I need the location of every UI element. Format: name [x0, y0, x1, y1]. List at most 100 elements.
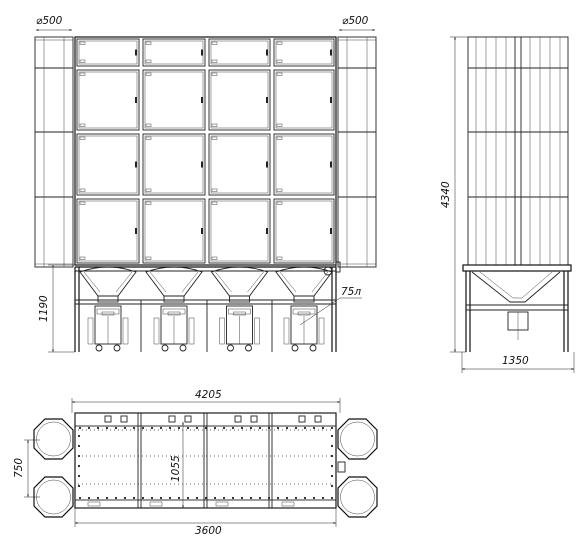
bolt — [267, 426, 271, 430]
bolt — [312, 426, 316, 430]
bolt — [159, 426, 163, 430]
bolt — [168, 496, 172, 500]
door-hinge — [276, 123, 283, 127]
bolt — [231, 496, 235, 500]
bolt — [177, 496, 181, 500]
bolt — [330, 474, 334, 478]
door-hinge — [79, 123, 86, 127]
mount-tab — [120, 415, 128, 423]
door-hinge — [211, 123, 218, 127]
bolt — [78, 496, 82, 500]
bolt — [150, 426, 154, 430]
bolt — [141, 426, 145, 430]
bolt — [285, 426, 289, 430]
cabinet-door-panel — [208, 133, 271, 196]
bolt — [150, 496, 154, 500]
door-hinge — [211, 136, 218, 140]
cabinet-door-panel — [76, 198, 140, 264]
bolt — [77, 484, 81, 488]
bolt — [123, 496, 127, 500]
plan-inner-depth-label: 1055 — [170, 455, 182, 482]
door-handle — [266, 49, 268, 56]
plan-filter-right-bottom — [337, 476, 378, 518]
cabinet-door-panel — [273, 38, 335, 67]
mount-tab — [298, 415, 306, 423]
bolt — [114, 496, 118, 500]
cabinet-door-panel — [76, 69, 140, 131]
hopper — [79, 266, 137, 303]
bin-wheel — [291, 344, 299, 352]
side-height-label: 4340 — [440, 181, 452, 208]
bolt — [195, 426, 199, 430]
bolt — [303, 426, 307, 430]
door-hinge — [145, 188, 152, 192]
waste-bin — [87, 305, 129, 352]
door-hinge — [276, 72, 283, 76]
bolt — [267, 496, 271, 500]
plan-view — [24, 398, 378, 527]
door-hinge — [276, 188, 283, 192]
bolt — [330, 434, 334, 438]
hopper-section — [75, 261, 341, 303]
door-handle — [135, 97, 137, 103]
door-hinge — [79, 188, 86, 192]
waste-bin — [219, 305, 260, 352]
bolt — [123, 426, 127, 430]
bolt — [186, 426, 190, 430]
bolt — [258, 496, 262, 500]
plan-inner-width-label: 3600 — [195, 525, 222, 536]
door-hinge — [79, 59, 86, 63]
side-view — [450, 36, 575, 373]
bolt — [240, 496, 244, 500]
bolt — [105, 426, 109, 430]
door-hinge — [145, 136, 152, 140]
left-filter-column — [34, 36, 74, 268]
plan-total-width-label: 4205 — [195, 389, 222, 401]
mount-tab — [314, 415, 322, 423]
door-hinge — [145, 72, 152, 76]
support-frame — [74, 267, 337, 352]
plan-depth-label: 750 — [13, 458, 25, 478]
door-hinge — [79, 72, 86, 76]
door-hinge — [79, 256, 86, 260]
cabinet-door-panel — [273, 69, 335, 131]
plan-filter-left-top — [33, 418, 74, 460]
mount-plate — [281, 501, 295, 507]
bolt — [213, 426, 217, 430]
front-dimension-lines — [35, 29, 376, 353]
door-handle — [201, 228, 203, 234]
hopper — [145, 266, 203, 303]
door-hinge — [211, 188, 218, 192]
mount-tab — [168, 415, 176, 423]
bolt — [78, 426, 82, 430]
cabinet-door-panel — [142, 133, 206, 196]
bolt — [330, 426, 334, 430]
door-hinge — [276, 256, 283, 260]
mount-tab — [234, 415, 242, 423]
door-hinge — [145, 256, 152, 260]
bolt — [77, 474, 81, 478]
door-hinge — [211, 59, 218, 63]
door-handle — [201, 49, 203, 56]
door-hinge — [79, 136, 86, 140]
bolt — [77, 434, 81, 438]
cabinet-panels — [76, 38, 335, 264]
bolt — [222, 426, 226, 430]
bolt — [321, 426, 325, 430]
door-hinge — [145, 41, 152, 45]
bolt — [249, 426, 253, 430]
door-handle — [330, 97, 332, 103]
waste-bin — [283, 305, 325, 352]
bolt — [132, 426, 136, 430]
door-hinge — [211, 201, 218, 205]
bolt — [96, 496, 100, 500]
bolt — [321, 496, 325, 500]
door-hinge — [211, 256, 218, 260]
bolt — [168, 426, 172, 430]
bolt — [87, 426, 91, 430]
cabinet-door-panel — [273, 198, 335, 264]
door-handle — [135, 228, 137, 234]
bolt — [195, 496, 199, 500]
bin-wheel — [113, 344, 121, 352]
